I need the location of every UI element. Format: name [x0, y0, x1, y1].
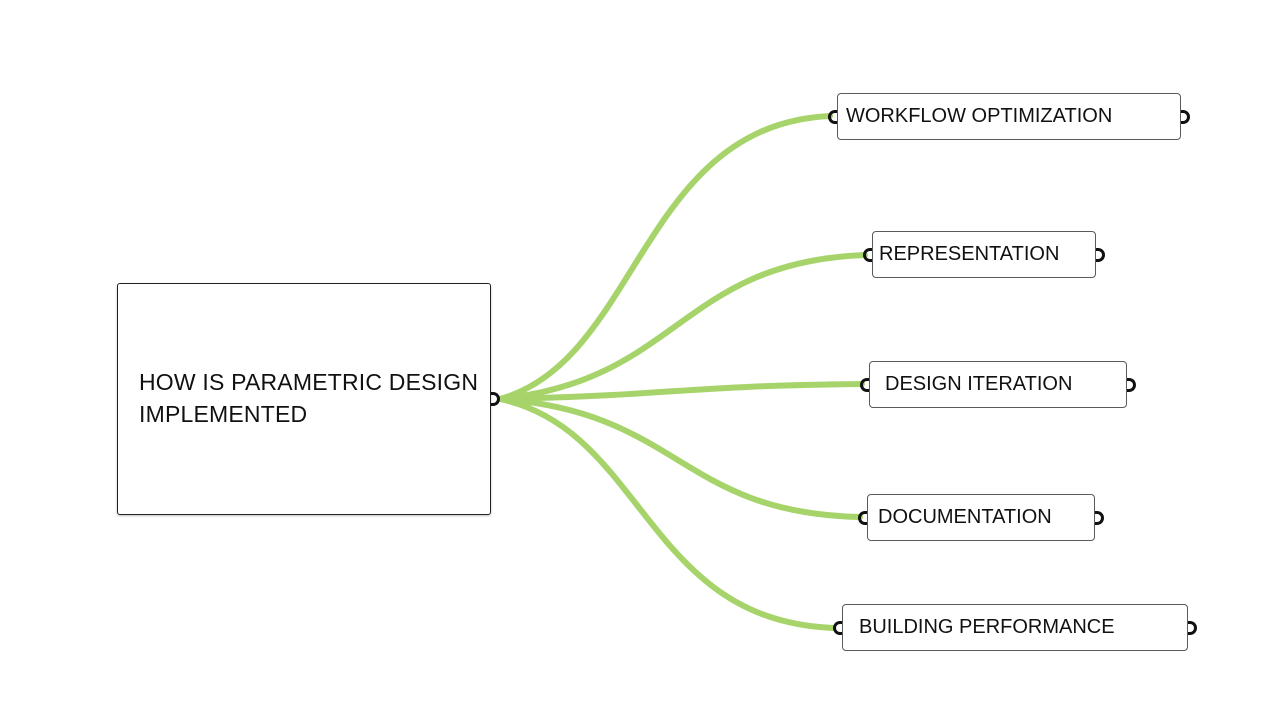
output-port[interactable] — [1127, 377, 1136, 392]
wire-building-performance — [497, 396, 836, 631]
wire-representation — [497, 252, 868, 402]
wire-workflow-optimization — [497, 113, 833, 402]
child-node-label: BUILDING PERFORMANCE — [859, 616, 1115, 638]
child-node-label: DOCUMENTATION — [878, 506, 1052, 528]
root-node-label: HOW IS PARAMETRIC DESIGN IMPLEMENTED — [139, 369, 479, 427]
child-node-design-iteration[interactable]: DESIGN ITERATION — [860, 361, 1136, 408]
wire-documentation — [497, 396, 863, 520]
child-node-label: REPRESENTATION — [879, 243, 1060, 265]
input-port[interactable] — [863, 247, 872, 262]
root-output-port[interactable] — [491, 392, 500, 406]
input-port[interactable] — [828, 109, 837, 124]
output-port[interactable] — [1096, 247, 1105, 262]
child-node-documentation[interactable]: DOCUMENTATION — [858, 494, 1104, 541]
root-node[interactable]: HOW IS PARAMETRIC DESIGN IMPLEMENTED — [117, 283, 500, 515]
child-node-workflow-optimization[interactable]: WORKFLOW OPTIMIZATION — [828, 93, 1190, 140]
wire-design-iteration — [497, 381, 865, 402]
input-port[interactable] — [833, 620, 842, 635]
input-port[interactable] — [860, 377, 869, 392]
output-port[interactable] — [1181, 109, 1190, 124]
child-node-building-performance[interactable]: BUILDING PERFORMANCE — [833, 604, 1197, 651]
child-node-label: WORKFLOW OPTIMIZATION — [846, 105, 1113, 127]
input-port[interactable] — [858, 510, 867, 525]
output-port[interactable] — [1188, 620, 1197, 635]
child-node-representation[interactable]: REPRESENTATION — [863, 231, 1105, 278]
child-node-label: DESIGN ITERATION — [885, 373, 1073, 395]
output-port[interactable] — [1095, 510, 1104, 525]
